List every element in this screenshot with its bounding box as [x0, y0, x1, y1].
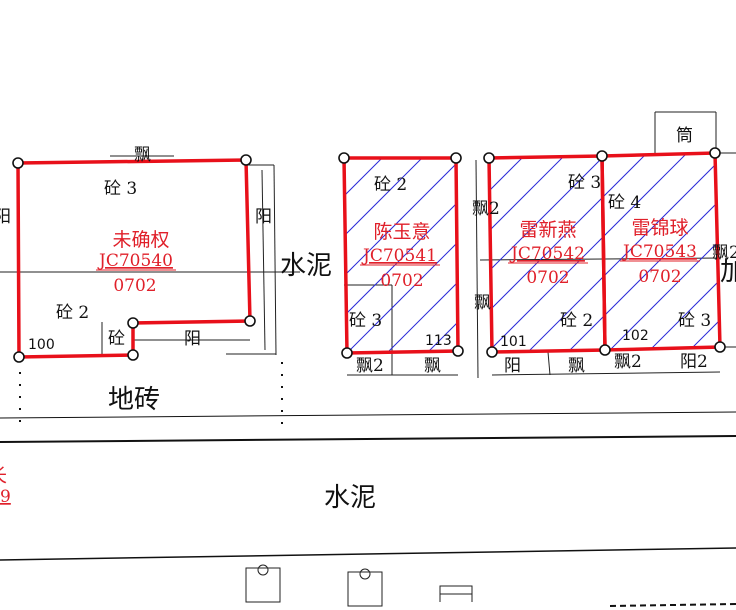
- lbl-dizhuan: 地砖: [108, 385, 160, 415]
- vertex-number: 100: [28, 337, 55, 353]
- lbl-tong-small: 砼: [108, 329, 125, 349]
- lbl-tong-3-p4: 砼 3: [678, 311, 711, 331]
- hatch-parcel-jc70543: [602, 153, 720, 350]
- parcel-owner: 陈玉意: [373, 221, 430, 243]
- lbl-piao2-p2: 飘2: [356, 356, 384, 376]
- vertex-number: 113: [425, 333, 452, 349]
- road-lines: [0, 362, 736, 607]
- parcel-label-jc70541[interactable]: 陈玉意 JC70541 0702: [360, 221, 440, 291]
- lbl-tong-3-p2: 砼 3: [349, 311, 382, 331]
- parcel-code: 0702: [380, 271, 423, 291]
- lbl-piao-right: 飘2: [712, 243, 736, 263]
- lbl-piao2-p4: 飘2: [614, 352, 642, 372]
- parcel-label-jc70542[interactable]: 雷新燕 JC70542 0702: [508, 219, 588, 288]
- lbl-tong-box: 筒: [676, 126, 693, 146]
- parcel-label-jc70543[interactable]: 雷锦球 JC70543 0702: [620, 217, 700, 287]
- boundary-vertices: [12, 147, 726, 363]
- lbl-yang-p1b: 阳: [184, 329, 201, 349]
- vertex-number: 101: [500, 334, 527, 350]
- lbl-yang-p1: 阳: [255, 207, 272, 227]
- parcel-code: 0702: [638, 267, 681, 287]
- lbl-piao-p3: 飘: [568, 356, 585, 376]
- building-outlines: [0, 111, 736, 379]
- lbl-shuini-road: 水泥: [324, 483, 376, 513]
- parcel-owner: 雷锦球: [631, 217, 688, 239]
- parcel-label-jc70540[interactable]: 未确权 JC70540 0702: [96, 229, 176, 296]
- lbl-edge-left: 长: [0, 465, 7, 487]
- parcel-owner: 未确权: [112, 229, 169, 251]
- lbl-yang-left: 阳: [0, 207, 11, 227]
- lbl-piao-top: 飘: [134, 145, 151, 165]
- lbl-edge-left2: 9: [0, 487, 11, 507]
- lbl-tong-3-p3: 砼 3: [568, 173, 601, 193]
- parcel-code: 0702: [113, 276, 156, 296]
- vertex-numbers: 100 113 101 102: [28, 328, 649, 353]
- parcel-id: JC70540: [97, 251, 173, 271]
- lbl-yang2-p4: 阳2: [680, 352, 708, 372]
- lbl-shuini-mid: 水泥: [280, 251, 332, 281]
- parcel-id: JC70543: [621, 242, 697, 262]
- vertex-number: 102: [622, 328, 649, 344]
- lbl-yang-p3: 阳: [504, 356, 521, 376]
- lbl-tong-2-p2: 砼 2: [374, 175, 407, 195]
- hatch-parcel-jc70542: [489, 156, 605, 352]
- lbl-tong-2-p3: 砼 2: [560, 311, 593, 331]
- map-annotations: 飘 筒 砼 3 阳 阳 砼 2 砼 阳 砼 2 砼 3 飘2 飘 飘2 飘 砼 …: [0, 126, 736, 513]
- parcel-code: 0702: [526, 268, 569, 288]
- lbl-tong-3: 砼 3: [104, 179, 137, 199]
- lbl-tong-2-p1: 砼 2: [56, 303, 89, 323]
- utility-symbols: [245, 564, 473, 607]
- parcel-id: JC70542: [509, 244, 585, 264]
- lbl-edge-top: 加: [720, 257, 736, 287]
- lbl-piao2-p3: 飘2: [472, 199, 500, 219]
- parcel-id: JC70541: [361, 246, 437, 266]
- lbl-piao-p2: 飘: [424, 356, 441, 376]
- parcel-owner: 雷新燕: [519, 219, 576, 241]
- lbl-tong-4-p4: 砼 4: [608, 193, 641, 213]
- lbl-piao-p3side: 飘: [474, 293, 491, 313]
- hatch-parcel-jc70541: [344, 158, 458, 353]
